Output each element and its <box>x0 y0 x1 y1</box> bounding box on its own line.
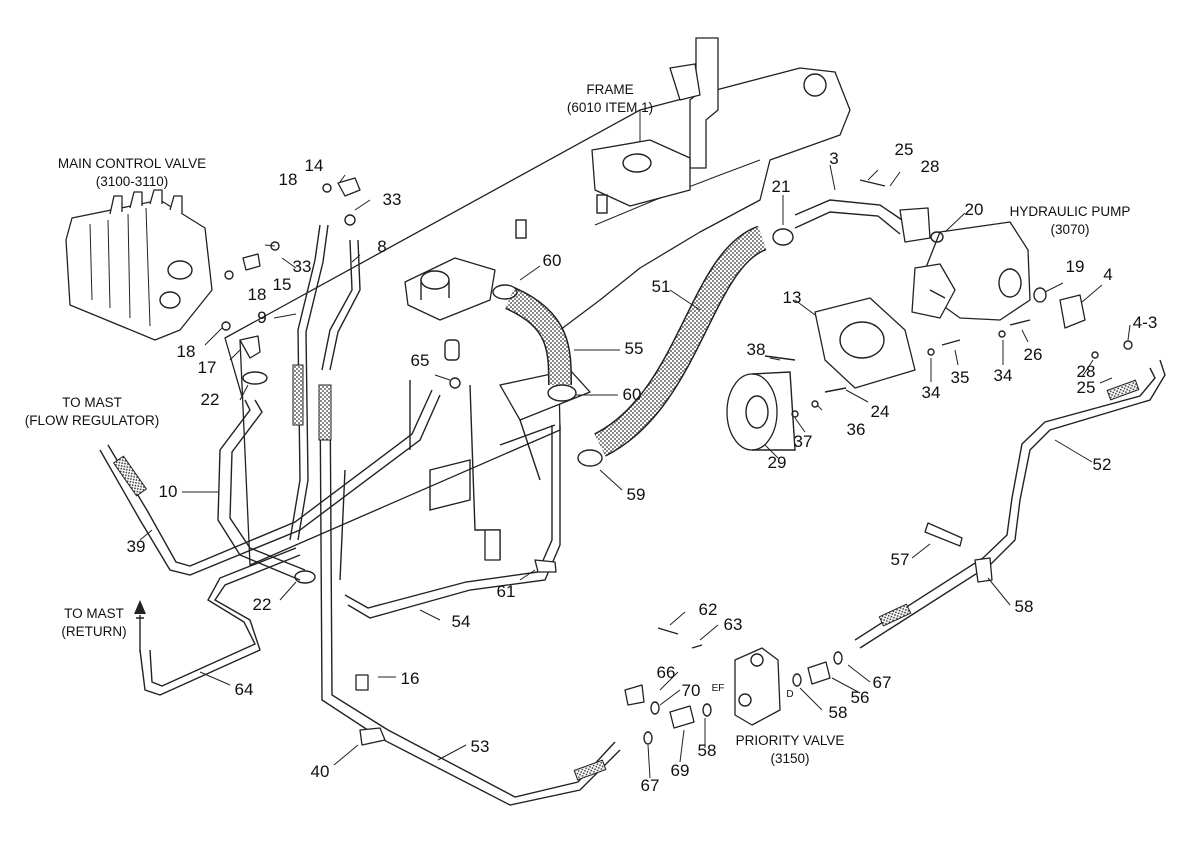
callout-64: 64 <box>235 680 254 699</box>
callout-55: 55 <box>625 339 644 358</box>
callout-34: 34 <box>922 383 941 402</box>
callout-3: 3 <box>829 149 838 168</box>
callout-37: 37 <box>794 432 813 451</box>
tube-64 <box>139 547 301 696</box>
hose-ends <box>112 364 1140 781</box>
callout-39: 39 <box>127 537 146 556</box>
to-mast-return-caption-line1: TO MAST <box>64 606 124 621</box>
fittings <box>136 177 1133 746</box>
tube-10 <box>217 399 306 581</box>
priority-valve <box>734 647 781 726</box>
frame-caption-line1: FRAME <box>586 82 633 97</box>
leader-lines <box>139 164 1131 779</box>
callout-57: 57 <box>891 550 910 569</box>
priority-valve-caption-line1: PRIORITY VALVE <box>736 733 845 748</box>
callout-58: 58 <box>698 741 717 760</box>
tube-52 <box>854 359 1166 649</box>
tube-8 <box>321 239 361 371</box>
callout-15: 15 <box>273 275 292 294</box>
callout-40: 40 <box>311 762 330 781</box>
to-mast-flow-caption-line1: TO MAST <box>62 395 122 410</box>
callout-10: 10 <box>159 482 178 501</box>
hose-51 <box>593 225 768 457</box>
callout-69: 69 <box>671 761 690 780</box>
callout-26: 26 <box>1024 345 1043 364</box>
callout-28: 28 <box>1077 362 1096 381</box>
port-d-label: D <box>786 689 793 700</box>
callout-13: 13 <box>783 288 802 307</box>
callout-67: 67 <box>873 673 892 692</box>
tube-54 <box>344 425 561 619</box>
callout-51: 51 <box>652 277 671 296</box>
callout-25: 25 <box>895 140 914 159</box>
callout-61: 61 <box>497 582 516 601</box>
tube-9 <box>289 224 329 541</box>
callout-56: 56 <box>851 688 870 707</box>
callout-35: 35 <box>951 368 970 387</box>
callout-24: 24 <box>871 402 890 421</box>
callout-34: 34 <box>994 366 1013 385</box>
callout-66: 66 <box>657 663 676 682</box>
hose-55 <box>504 287 572 386</box>
hydraulic-pump <box>911 221 1031 321</box>
callout-65: 65 <box>411 351 430 370</box>
callout-9: 9 <box>257 308 266 327</box>
callout-58: 58 <box>829 703 848 722</box>
callout-33: 33 <box>293 257 312 276</box>
main-control-valve-caption-line1: MAIN CONTROL VALVE <box>58 156 206 171</box>
callout-25: 25 <box>1077 378 1096 397</box>
to-mast-flow-caption-line2: (FLOW REGULATOR) <box>25 413 160 428</box>
callout-16: 16 <box>401 669 420 688</box>
callout-62: 62 <box>699 600 718 619</box>
callout-22: 22 <box>253 595 272 614</box>
port-ef-label: EF <box>712 683 725 694</box>
callout-36: 36 <box>847 420 866 439</box>
callout-60: 60 <box>623 385 642 404</box>
main-control-valve-caption-line2: (3100-3110) <box>96 174 169 189</box>
callout-22: 22 <box>201 390 220 409</box>
priority-valve-caption-line2: (3150) <box>770 751 809 766</box>
callout-70: 70 <box>682 681 701 700</box>
hydraulic-pump-caption-line1: HYDRAULIC PUMP <box>1010 204 1131 219</box>
callout-20: 20 <box>965 200 984 219</box>
callout-67: 67 <box>641 776 660 795</box>
callout-59: 59 <box>627 485 646 504</box>
callout-18: 18 <box>248 285 267 304</box>
callout-53: 53 <box>471 737 490 756</box>
coupling-flange-29 <box>726 371 796 451</box>
callout-18: 18 <box>279 170 298 189</box>
callout-58: 58 <box>1015 597 1034 616</box>
frame-caption-line2: (6010 ITEM 1) <box>567 100 653 115</box>
callout-38: 38 <box>747 340 766 359</box>
callouts: 14 18 33 8 18 15 33 9 18 17 22 10 39 22 … <box>127 140 1158 795</box>
hydraulic-pump-caption-line2: (3070) <box>1050 222 1089 237</box>
mounting-plate-13 <box>814 297 916 389</box>
callout-28: 28 <box>921 157 940 176</box>
main-control-valve <box>65 189 213 341</box>
callout-21: 21 <box>772 177 791 196</box>
tube-39 <box>99 389 441 576</box>
callout-4: 4 <box>1103 265 1112 284</box>
callout-33: 33 <box>383 190 402 209</box>
up-arrow-icon <box>134 600 146 614</box>
callout-52: 52 <box>1093 455 1112 474</box>
callout-17: 17 <box>198 358 217 377</box>
callout-54: 54 <box>452 612 471 631</box>
callout-8: 8 <box>377 237 386 256</box>
callout-4-3: 4-3 <box>1133 313 1158 332</box>
captions: FRAME (6010 ITEM 1) MAIN CONTROL VALVE (… <box>25 82 1131 766</box>
to-mast-return-caption-line2: (RETURN) <box>61 624 126 639</box>
callout-18: 18 <box>177 342 196 361</box>
callout-63: 63 <box>724 615 743 634</box>
pipe-3 <box>794 199 931 243</box>
callout-14: 14 <box>305 156 324 175</box>
callout-29: 29 <box>768 453 787 472</box>
callout-60: 60 <box>543 251 562 270</box>
callout-19: 19 <box>1066 257 1085 276</box>
